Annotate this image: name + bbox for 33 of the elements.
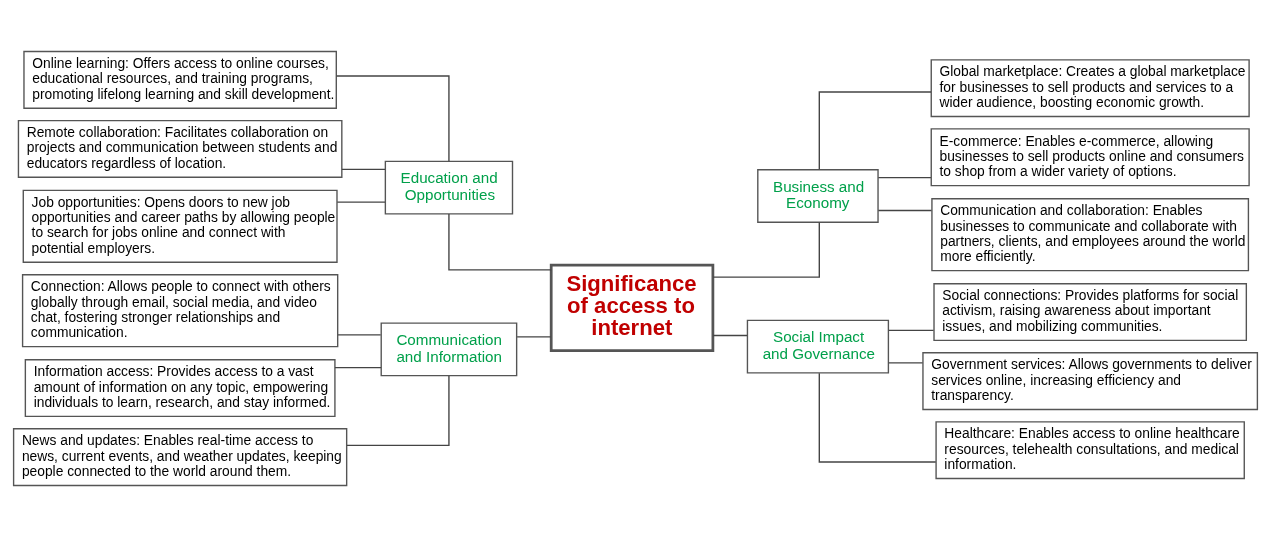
connector [346, 374, 450, 446]
node-box: Social connections: Provides platforms for social activism, raising awareness about important issues, and mobilizing communities. [933, 282, 1248, 341]
node-box: Business and Economy [757, 168, 879, 223]
connector [877, 176, 932, 178]
connector [877, 209, 933, 211]
node-box: Social Impact and Governance [746, 319, 890, 374]
node-box: E-commerce: Enables e-commerce, allowing businesses to sell products online and consumers to shop from a wider variety of options. [930, 127, 1250, 186]
node-box: Communication and collaboration: Enables businesses to communicate and collaborate with partners, clients, and employees around the world more efficiently. [931, 197, 1250, 271]
connector [334, 366, 382, 368]
node-box: Global marketplace: Creates a global marketplace for businesses to sell products and services to a wider audience, boosting economic growth. [930, 58, 1250, 117]
connector [818, 372, 937, 463]
connector [335, 74, 450, 162]
connector [516, 335, 552, 338]
node-box: Communication and Information [380, 321, 518, 376]
node-box: Information access: Provides access to a vast amount of information on any topic, empowering individuals to learn, research, and stay informed. [24, 358, 336, 417]
node-box: Significance of access to internet [549, 263, 715, 352]
node-box: Connection: Allows people to connect with others globally through email, social media, and video chat, fostering stronger relationships and communication. [21, 273, 339, 347]
connector [712, 334, 748, 336]
connector [341, 168, 386, 170]
connector [336, 200, 386, 203]
connector [888, 361, 924, 363]
node-box: Online learning: Offers access to online courses, educational resources, and training programs, promoting lifelong learning and skill development. [23, 50, 337, 109]
connector [818, 90, 932, 170]
connector [888, 329, 935, 331]
node-box: Healthcare: Enables access to online healthcare resources, telehealth consultations, and medical information. [935, 420, 1245, 479]
connector [712, 221, 820, 278]
node-box: Remote collaboration: Facilitates collaboration on projects and communication between students and educators regardless of location. [17, 119, 343, 178]
node-box: News and updates: Enables real-time access to news, current events, and weather updates, keeping people connected to the world around them. [12, 427, 348, 486]
node-box: Job opportunities: Opens doors to new job opportunities and career paths by allowing people to search for jobs online and connect with potential employers. [22, 189, 338, 263]
connector [448, 212, 552, 271]
connector [337, 333, 382, 336]
node-box: Education and Opportunities [384, 160, 514, 215]
node-box: Government services: Allows governments to deliver services online, increasing efficiency and transparency. [922, 351, 1259, 410]
